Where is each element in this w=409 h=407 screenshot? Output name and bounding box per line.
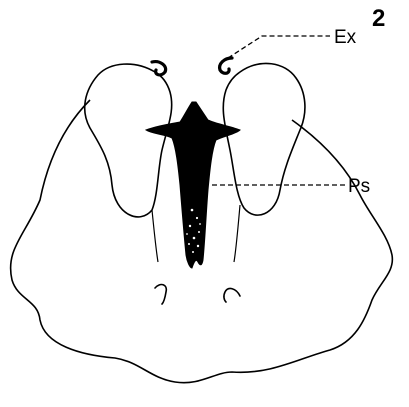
right-small-hook xyxy=(224,289,240,302)
ex-leader-line xyxy=(228,36,330,58)
right-excretory-mark xyxy=(220,58,232,73)
label-ex: Ex xyxy=(334,27,357,48)
figure-number: 2 xyxy=(372,5,385,32)
left-lobe xyxy=(85,64,172,217)
right-lobe-inner-line xyxy=(234,205,240,262)
central-dark-structure xyxy=(146,102,240,268)
label-ps: Ps xyxy=(348,176,370,197)
left-excretory-mark xyxy=(152,62,166,75)
right-lobe xyxy=(223,63,305,215)
left-lobe-inner-line xyxy=(152,210,158,262)
left-small-hook xyxy=(155,285,166,304)
